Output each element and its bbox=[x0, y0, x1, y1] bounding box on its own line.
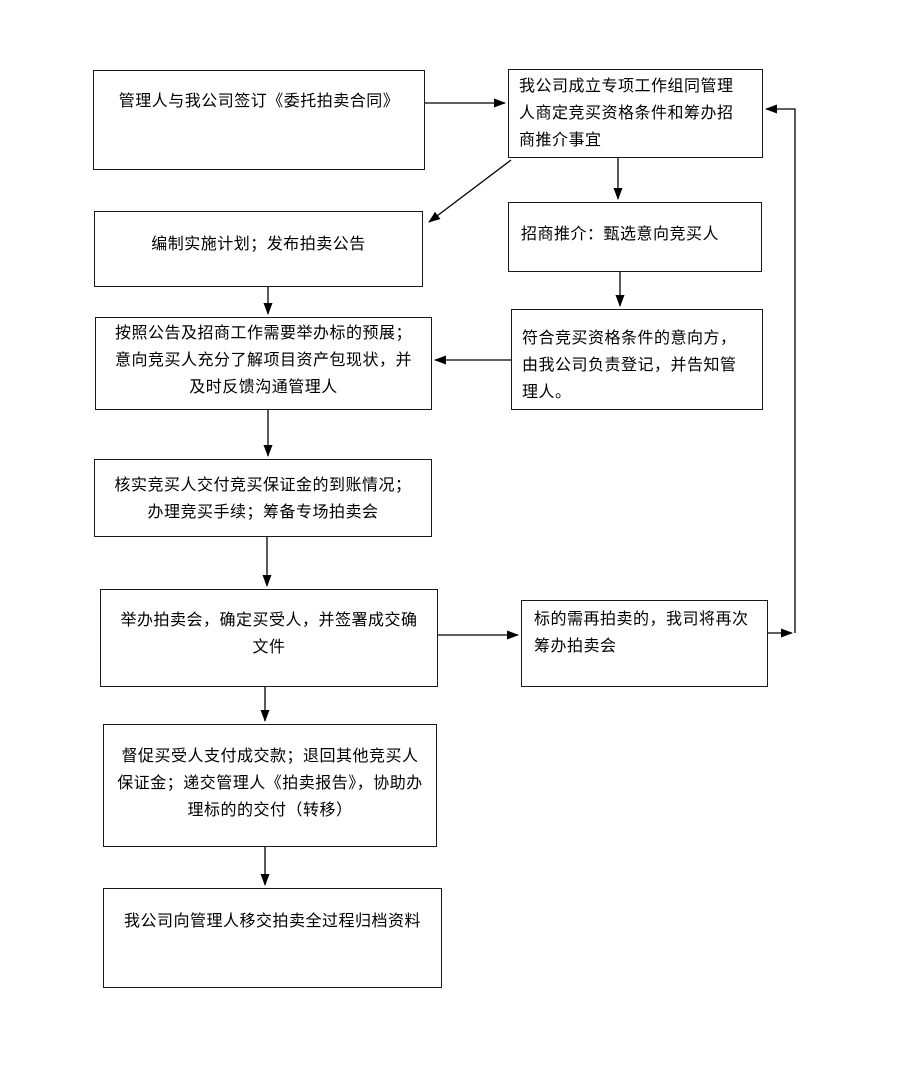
flow-node-payment-report: 督促买受人支付成交款；退回其他竞买人 保证金；递交管理人《拍卖报告》，协助办 理… bbox=[103, 724, 437, 847]
flow-node-preview: 按照公告及招商工作需要举办标的预展； 意向竞买人充分了解项目资产包现状，并 及时… bbox=[95, 317, 432, 410]
arrow-workgroup-to-plan bbox=[428, 159, 512, 223]
flow-node-register: 符合竞买资格条件的意向方， 由我公司负责登记，并告知管 理人。 bbox=[511, 309, 763, 410]
flow-node-work-group: 我公司成立专项工作组同管理 人商定竞买资格条件和筹办招 商推介事宜 bbox=[508, 69, 763, 158]
flow-node-promotion: 招商推介：甄选意向竞买人 bbox=[508, 202, 762, 272]
flow-node-plan-announce: 编制实施计划；发布拍卖公告 bbox=[94, 211, 423, 287]
flow-node-archive: 我公司向管理人移交拍卖全过程归档资料 bbox=[103, 888, 442, 988]
arrow-loop-to-workgroup bbox=[765, 104, 796, 633]
flow-node-hold-auction: 举办拍卖会，确定买受人，并签署成交确 文件 bbox=[100, 589, 438, 687]
flow-node-sign-contract: 管理人与我公司签订《委托拍卖合同》 bbox=[93, 70, 425, 170]
flow-node-re-auction: 标的需再拍卖的，我司将再次 筹办拍卖会 bbox=[521, 600, 768, 687]
flow-node-deposit-check: 核实竞买人交付竞买保证金的到账情况； 办理竞买手续；筹备专场拍卖会 bbox=[94, 459, 432, 537]
